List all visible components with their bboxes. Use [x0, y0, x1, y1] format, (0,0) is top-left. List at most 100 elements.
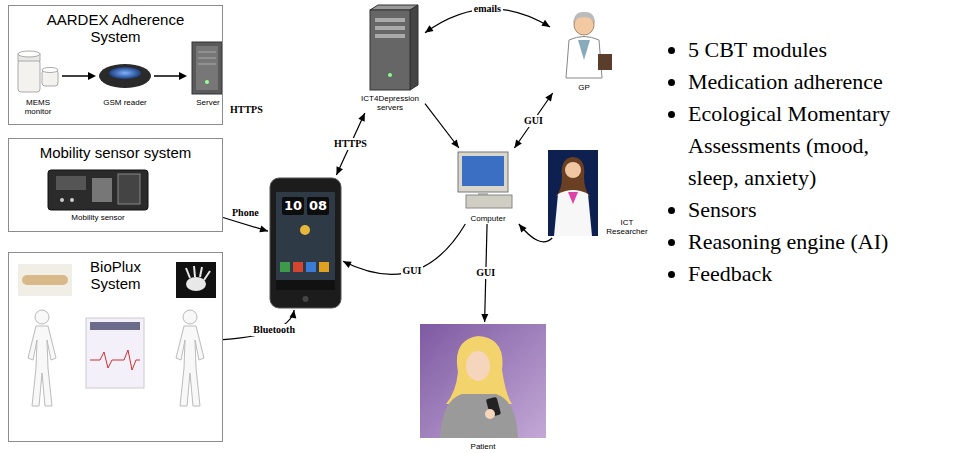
gsm-reader — [109, 67, 141, 79]
bioplux-device — [176, 262, 216, 298]
mems-monitor — [18, 51, 40, 57]
body-figure — [35, 310, 49, 324]
doctor-figure — [573, 12, 595, 24]
connector — [519, 224, 552, 242]
server-node: ICT4Depression servers — [355, 3, 425, 113]
gsm-reader — [99, 64, 151, 88]
phone-body — [300, 225, 310, 235]
feature-item: Reasoning engine (AI) — [688, 226, 903, 258]
figure-caption: ICT4Depression servers — [355, 94, 425, 112]
box-title: AARDEX Adherence System — [41, 11, 191, 45]
edge-label: Bluetooth — [251, 324, 297, 336]
researcher-figure — [568, 192, 578, 204]
bioplux-device — [204, 271, 210, 280]
arrow-head — [481, 314, 488, 322]
server-tower — [388, 73, 392, 77]
bioplux-device — [194, 266, 195, 277]
phone-node: 1008 — [268, 175, 343, 310]
figure-caption: Computer — [453, 214, 523, 223]
part-label: MEMS monitor — [16, 98, 60, 116]
server-icon — [192, 42, 222, 94]
feature-item: 5 CBT modules — [688, 34, 903, 66]
server-icon — [192, 42, 222, 94]
server-icon — [198, 58, 216, 59]
bioplux-device — [18, 264, 72, 296]
connector-line — [514, 93, 552, 148]
mobility-sensor — [118, 174, 140, 204]
box-title: BioPlux System — [76, 258, 156, 292]
server-tower — [375, 34, 405, 38]
mobility-sensor — [60, 198, 64, 202]
researcher-figure — [548, 150, 598, 236]
flow-arrow — [179, 72, 187, 80]
box-title: Mobility sensor system — [16, 144, 216, 161]
server-tower — [375, 26, 405, 30]
gsm-reader — [99, 64, 151, 88]
phone-body — [282, 197, 304, 215]
server-tower — [370, 5, 418, 90]
body-figure — [176, 326, 204, 406]
computer-icon — [462, 156, 504, 186]
mobility-sensor — [70, 198, 74, 202]
phone-body — [280, 262, 290, 272]
body-figure — [183, 310, 197, 324]
patient-figure — [446, 336, 512, 404]
mobility-sensor — [92, 178, 112, 202]
arrow-head — [289, 310, 296, 318]
part-label: Server — [186, 98, 230, 107]
feature-item: Feedback — [688, 258, 903, 290]
flow-arrow — [154, 75, 180, 77]
connector — [425, 104, 459, 148]
arrow-head — [343, 261, 352, 268]
body-figure — [28, 310, 56, 406]
clock-digits: 08 — [307, 197, 329, 215]
researcher-node: ICT Researcher — [546, 148, 650, 238]
patient-figure — [466, 351, 490, 381]
phone-body — [303, 296, 309, 302]
connector-line — [519, 224, 552, 242]
connector — [223, 218, 268, 233]
computer-node: Computer — [452, 148, 524, 224]
connector — [223, 310, 296, 340]
server-icon — [198, 64, 216, 65]
part-label: GSM reader — [100, 98, 150, 107]
phone-body — [270, 178, 341, 308]
feature-list: 5 CBT modulesMedication adherenceEcologi… — [662, 34, 903, 290]
researcher-figure — [554, 190, 592, 236]
protocol-label: HTTPS — [230, 104, 263, 116]
arrow-head — [519, 224, 527, 232]
edge-label: GUI — [522, 115, 545, 127]
phone-body — [276, 280, 335, 290]
feature-item: Ecological Momentary Assessments (mood, … — [688, 98, 903, 194]
figure-caption: ICT Researcher — [604, 218, 650, 236]
edge-label: HTTPS — [332, 138, 369, 150]
patient-figure — [485, 409, 495, 419]
signal-chart — [90, 350, 140, 370]
server-icon — [196, 46, 218, 90]
phone-body — [276, 192, 335, 290]
server-tower — [370, 10, 410, 90]
mems-monitor — [18, 60, 40, 92]
mobility-sensor — [48, 170, 148, 210]
mems-monitor — [42, 68, 58, 73]
arrow-head — [451, 140, 459, 148]
flow-arrow — [62, 75, 89, 77]
part-label: Mobility sensor — [50, 213, 146, 222]
computer-icon — [466, 195, 512, 208]
bioplux-device — [186, 268, 190, 278]
arrow-head — [336, 166, 343, 175]
researcher-figure — [548, 150, 598, 236]
doctor-figure — [566, 37, 602, 79]
patient-figure — [420, 324, 546, 438]
figure-caption: GP — [554, 83, 614, 92]
mems-monitor — [18, 51, 58, 92]
server-icon — [198, 52, 216, 53]
phone-body — [307, 197, 329, 215]
bioplux-device — [200, 267, 202, 277]
clock-digits: 10 — [282, 197, 304, 215]
connector — [514, 93, 552, 148]
arrow-head — [425, 25, 434, 33]
arrow-head — [514, 139, 521, 148]
